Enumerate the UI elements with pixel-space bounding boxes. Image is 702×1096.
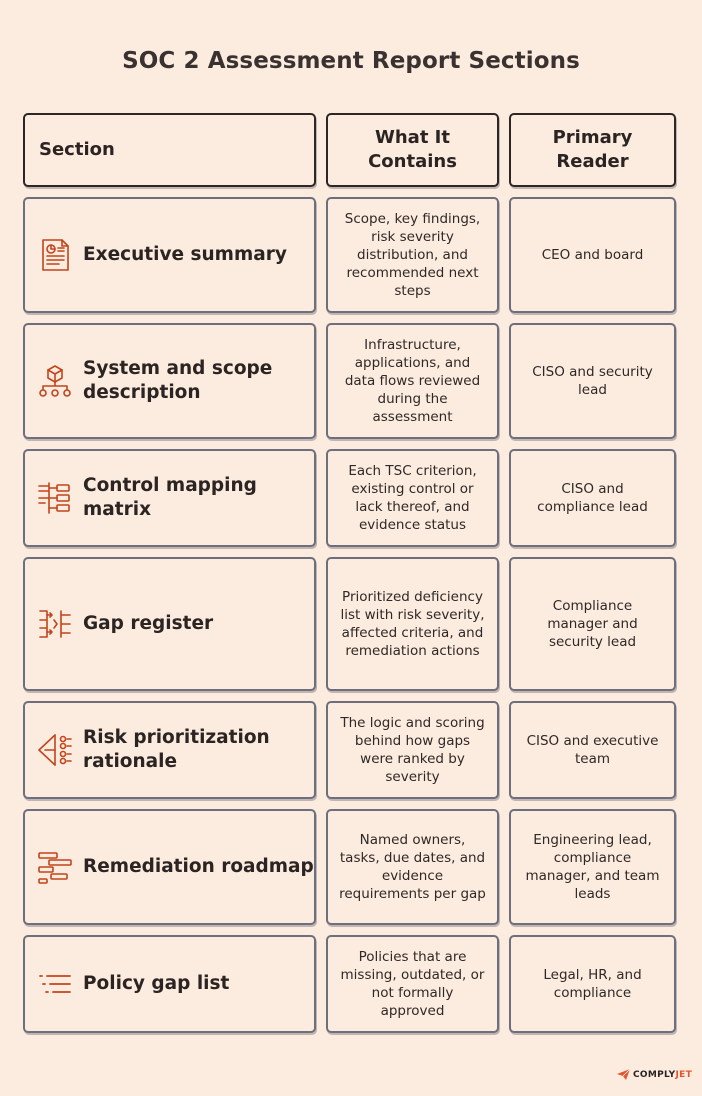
contains-text: Policies that are missing, outdated, or … xyxy=(340,949,485,1019)
contains-text: Infrastructure, applications, and data f… xyxy=(344,337,481,425)
header-section: Section xyxy=(23,113,316,187)
report-document-icon xyxy=(37,237,73,273)
row-risk-prioritization-reader: CISO and executive team xyxy=(509,701,676,799)
cube-hierarchy-icon xyxy=(37,363,73,399)
roadmap-icon xyxy=(37,849,73,885)
contains-text: Scope, key findings, risk severity distr… xyxy=(344,211,481,299)
row-system-scope-contains: Infrastructure, applications, and data f… xyxy=(326,323,499,439)
header-reader-label: Primary Reader xyxy=(552,127,633,172)
row-policy-gap-section: Policy gap list xyxy=(23,935,316,1033)
header-reader: Primary Reader xyxy=(509,113,676,187)
row-gap-register-section: Gap register xyxy=(23,557,316,691)
row-gap-register-contains: Prioritized deficiency list with risk se… xyxy=(326,557,499,691)
priority-funnel-icon xyxy=(37,732,73,768)
row-gap-register-reader: Compliance manager and security lead xyxy=(509,557,676,691)
row-remediation-roadmap-reader: Engineering lead, compliance manager, an… xyxy=(509,809,676,925)
contains-text: The logic and scoring behind how gaps we… xyxy=(340,715,485,785)
row-policy-gap-contains: Policies that are missing, outdated, or … xyxy=(326,935,499,1033)
row-executive-summary-contains: Scope, key findings, risk severity distr… xyxy=(326,197,499,313)
row-system-scope-section: System and scope description xyxy=(23,323,316,439)
mapping-tree-icon xyxy=(37,480,73,516)
list-icon xyxy=(37,966,73,1002)
brand-name-part1: COMPLY xyxy=(633,1069,676,1080)
page-title: SOC 2 Assessment Report Sections xyxy=(122,48,580,74)
row-risk-prioritization-section: Risk prioritization rationale xyxy=(23,701,316,799)
reader-text: CEO and board xyxy=(541,247,644,263)
reader-text: Compliance manager and security lead xyxy=(547,598,638,650)
contains-text: Named owners, tasks, due dates, and evid… xyxy=(339,832,486,902)
row-policy-gap-reader: Legal, HR, and compliance xyxy=(509,935,676,1033)
row-remediation-roadmap-section: Remediation roadmap xyxy=(23,809,316,925)
row-remediation-roadmap-contains: Named owners, tasks, due dates, and evid… xyxy=(326,809,499,925)
reader-text: CISO and executive team xyxy=(526,733,659,767)
section-name: Executive summary xyxy=(83,244,287,265)
contains-text: Prioritized deficiency list with risk se… xyxy=(340,589,485,659)
header-section-label: Section xyxy=(39,139,115,160)
row-executive-summary-reader: CEO and board xyxy=(509,197,676,313)
reader-text: Engineering lead, compliance manager, an… xyxy=(525,832,660,902)
section-name: System and scope description xyxy=(83,358,273,403)
reader-text: CISO and compliance lead xyxy=(537,481,648,515)
section-name: Control mapping matrix xyxy=(83,475,257,520)
row-system-scope-reader: CISO and security lead xyxy=(509,323,676,439)
contains-text: Each TSC criterion, existing control or … xyxy=(348,463,477,533)
section-name: Gap register xyxy=(83,613,214,634)
row-control-mapping-reader: CISO and compliance lead xyxy=(509,449,676,547)
row-control-mapping-section: Control mapping matrix xyxy=(23,449,316,547)
row-control-mapping-contains: Each TSC criterion, existing control or … xyxy=(326,449,499,547)
reader-text: Legal, HR, and compliance xyxy=(543,967,642,1001)
section-name: Remediation roadmap xyxy=(83,856,314,877)
row-risk-prioritization-contains: The logic and scoring behind how gaps we… xyxy=(326,701,499,799)
gap-register-icon xyxy=(37,606,73,642)
row-executive-summary-section: Executive summary xyxy=(23,197,316,313)
header-contains-label: What It Contains xyxy=(368,127,457,172)
section-name: Policy gap list xyxy=(83,973,230,994)
reader-text: CISO and security lead xyxy=(532,364,653,398)
brand-name-part2: JET xyxy=(675,1069,693,1080)
paper-plane-icon xyxy=(617,1069,630,1080)
section-name: Risk prioritization rationale xyxy=(83,727,270,772)
header-contains: What It Contains xyxy=(326,113,499,187)
